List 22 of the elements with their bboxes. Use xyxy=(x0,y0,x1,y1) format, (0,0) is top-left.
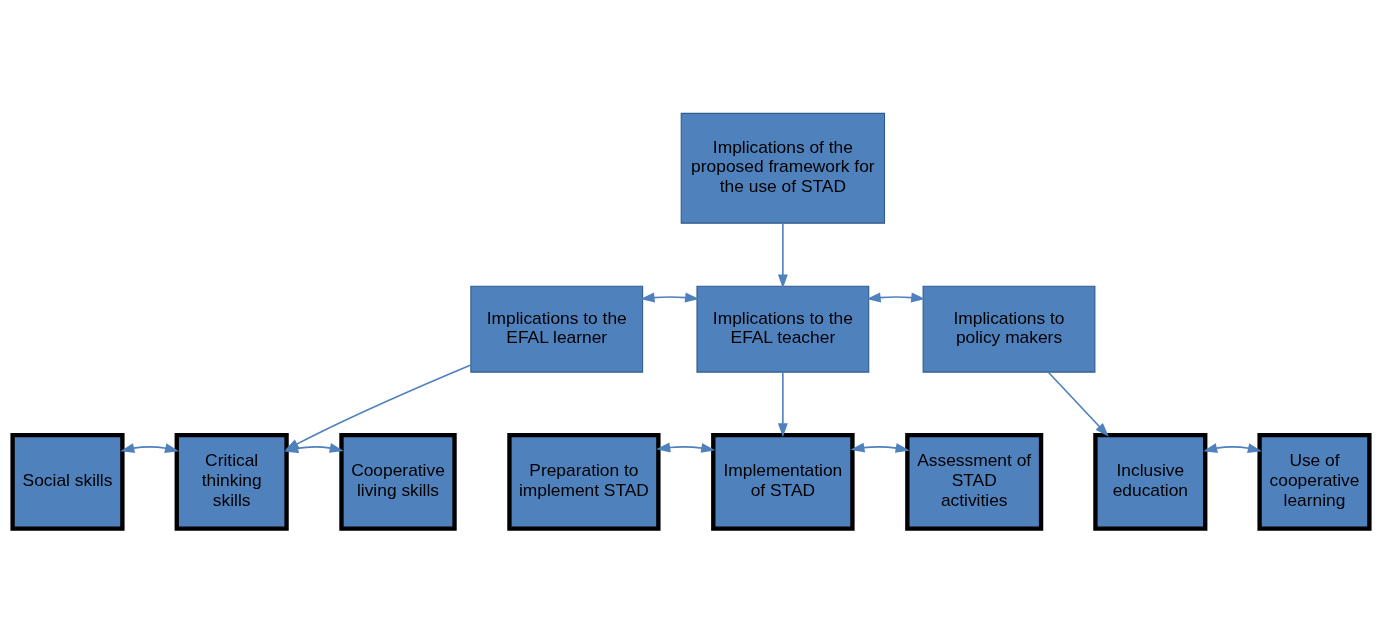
node-box: Implications to the EFAL learner xyxy=(470,285,644,373)
node-box: Preparation to implement STAD xyxy=(507,432,661,531)
node-box: Implications to the EFAL teacher xyxy=(696,285,870,373)
node-box: Implementation of STAD xyxy=(711,432,855,531)
node-box: Use of cooperative learning xyxy=(1257,432,1372,531)
node-box: Assessment of STAD activities xyxy=(905,432,1044,531)
node-box: Cooperative living skills xyxy=(339,432,457,531)
arrow xyxy=(866,292,926,302)
arrow xyxy=(777,222,788,289)
arrow xyxy=(120,442,180,453)
node-box: Implications to policy makers xyxy=(922,285,1096,373)
node-box: Social skills xyxy=(10,432,125,531)
arrow xyxy=(284,442,344,453)
arrow xyxy=(640,292,700,302)
arrow xyxy=(1203,442,1262,453)
node-box: Critical thinking skills xyxy=(174,432,289,531)
arrow xyxy=(656,442,716,453)
arrow xyxy=(1047,370,1109,437)
node-box: Inclusive education xyxy=(1093,432,1208,531)
arrow xyxy=(850,442,910,453)
node-box: Implications of the proposed framework for the use of STAD xyxy=(680,112,886,224)
arrow xyxy=(777,370,788,437)
